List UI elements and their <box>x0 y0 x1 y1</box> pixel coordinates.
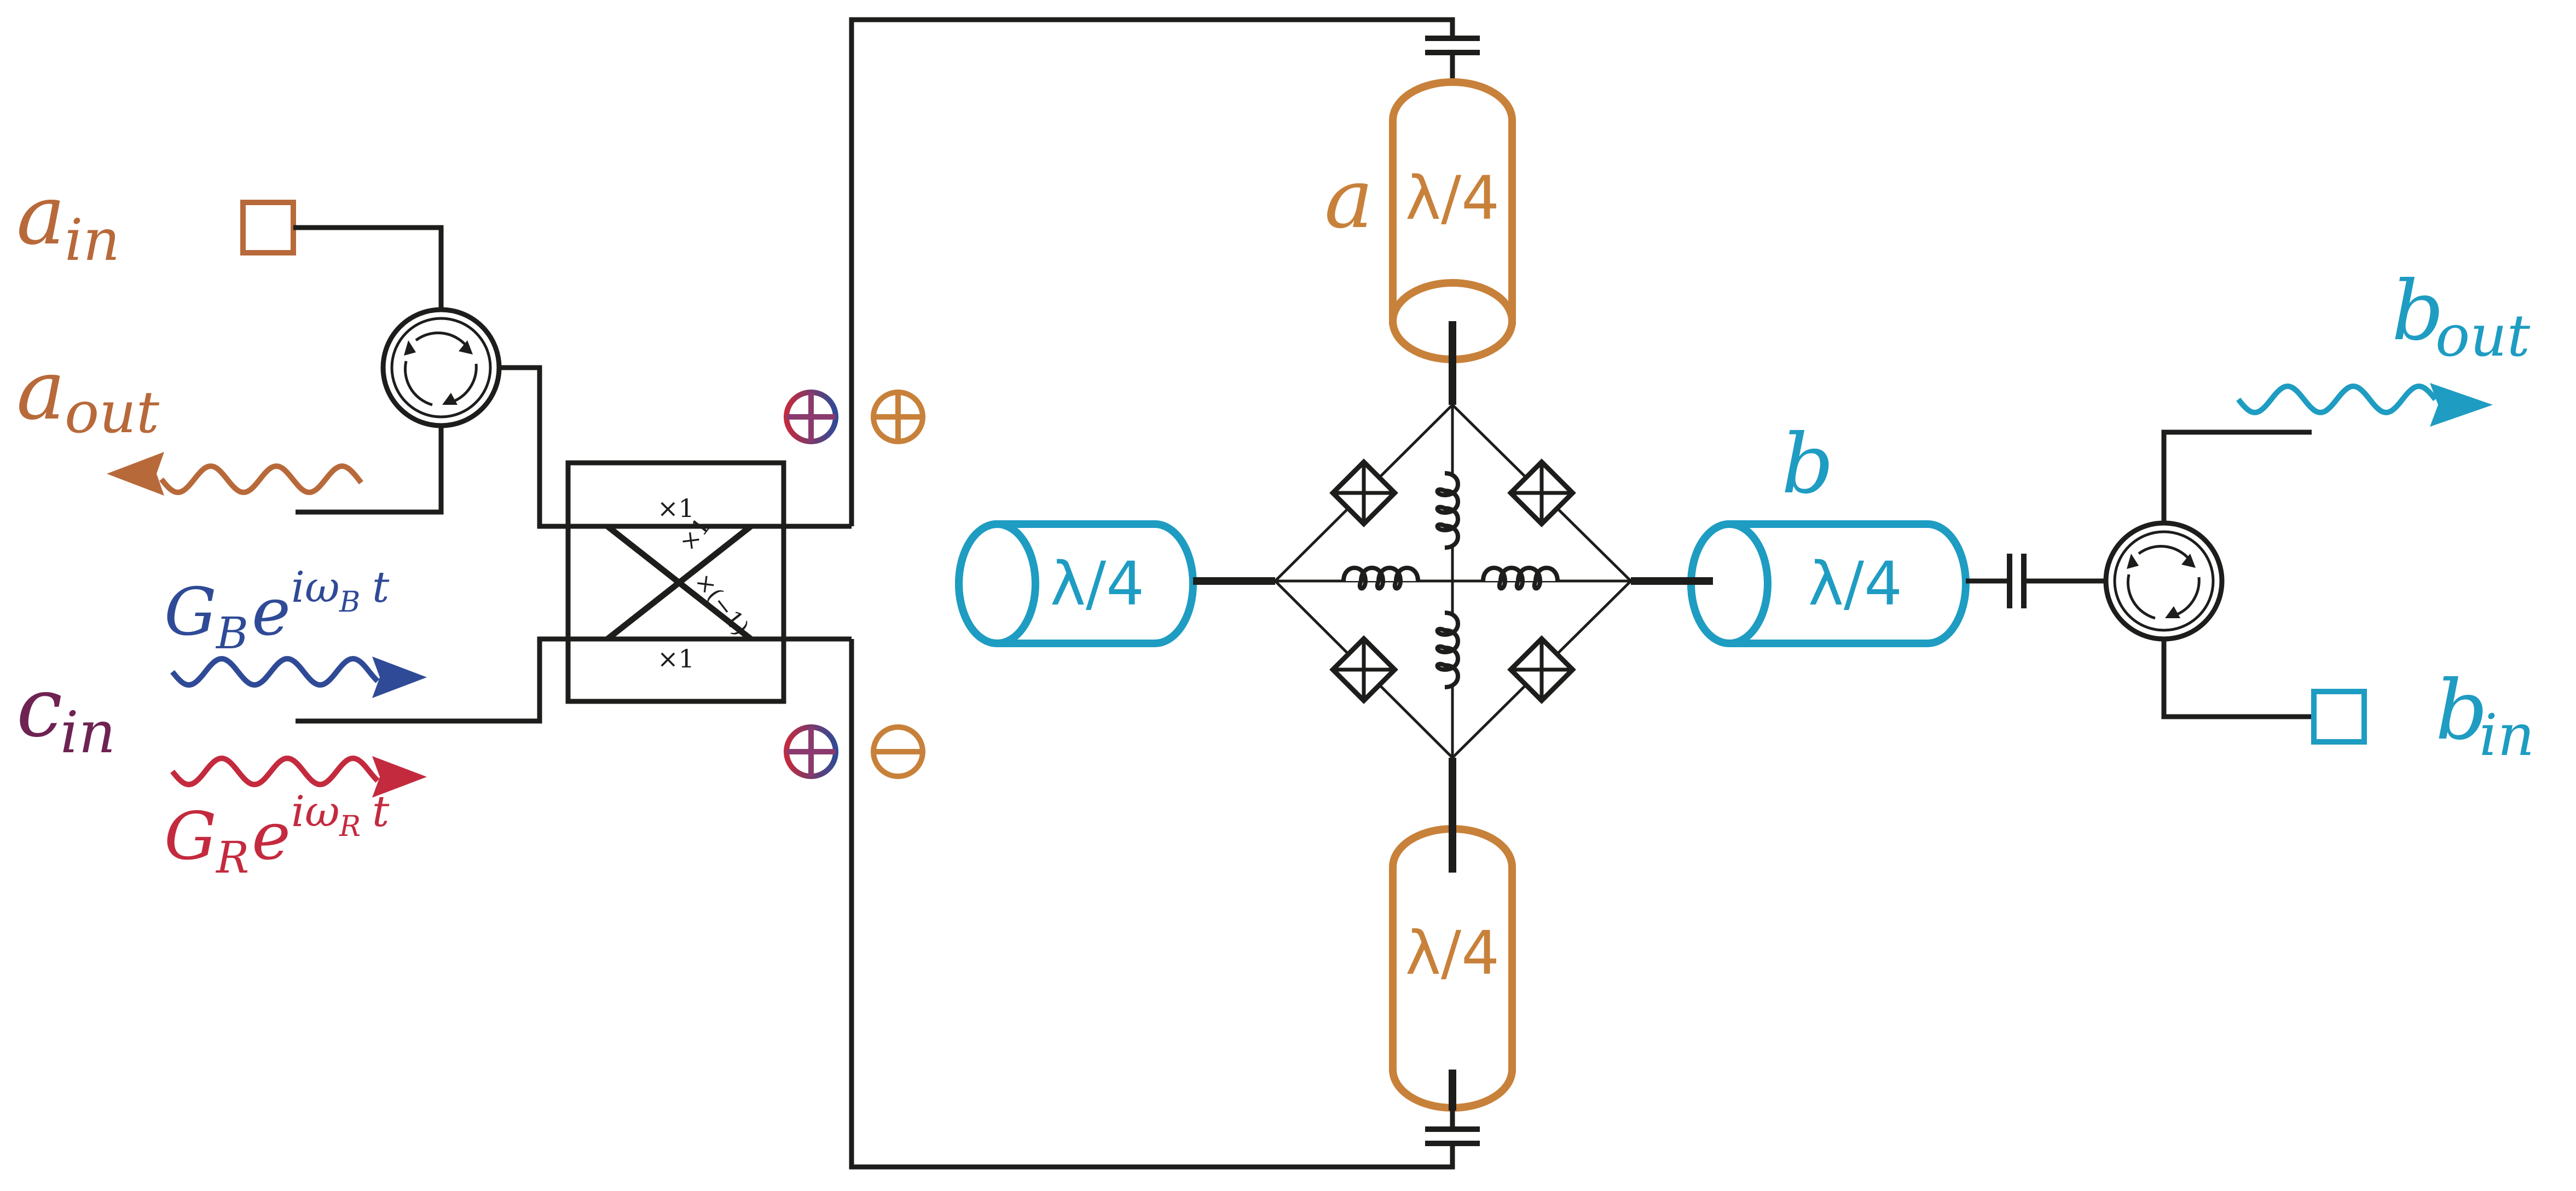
circulator-right-icon <box>2103 520 2225 642</box>
resonator-b-left: λ/4 <box>955 520 1197 647</box>
svg-text:out: out <box>65 379 160 446</box>
a-out-label: a out <box>16 343 160 446</box>
b-out-wavy-arrow-icon <box>2236 383 2493 427</box>
svg-text:b: b <box>2435 663 2488 758</box>
drive-blue-wavy-arrow-icon <box>170 655 427 698</box>
drive-red-wavy-arrow-icon <box>170 755 427 798</box>
mode-a-label: a <box>1324 152 1373 247</box>
svg-text:e: e <box>252 799 291 875</box>
hybrid-label-cross-down: ×(−1) <box>690 568 755 641</box>
svg-text:a: a <box>16 168 65 263</box>
sign-top-right <box>871 390 925 444</box>
svg-text:G: G <box>164 574 217 650</box>
capacitor-bottom-icon <box>1425 1111 1480 1146</box>
resonator-a-bottom: λ/4 <box>1389 825 1516 1112</box>
svg-text:R: R <box>215 832 249 883</box>
a-in-port-icon <box>240 200 296 255</box>
svg-text:B: B <box>215 608 248 659</box>
inductor-bottom-icon <box>1435 611 1460 689</box>
svg-text:iω: iω <box>291 787 340 836</box>
a-in-label: a in <box>16 168 120 274</box>
a-out-wavy-arrow-icon <box>107 452 363 496</box>
svg-text:in: in <box>2479 702 2534 769</box>
josephson-junction-icon <box>1329 458 1398 527</box>
svg-text:t: t <box>372 787 390 836</box>
josephson-junction-icon <box>1507 635 1576 704</box>
hybrid-label-top: ×1 <box>657 493 694 523</box>
svg-text:c: c <box>16 660 62 756</box>
svg-text:a: a <box>16 343 65 438</box>
josephson-ring-modulator <box>1273 403 1633 760</box>
svg-text:iω: iω <box>291 563 340 612</box>
svg-text:in: in <box>60 699 115 766</box>
sign-top-left <box>784 390 838 444</box>
svg-text:t: t <box>372 563 390 612</box>
svg-text:G: G <box>164 799 217 875</box>
svg-text:in: in <box>65 207 120 274</box>
circulator-left-icon <box>380 307 502 428</box>
b-out-label: b out <box>2392 264 2531 369</box>
resonator-a-top: λ/4 <box>1389 78 1516 363</box>
resonator-b-right-label: λ/4 <box>1808 549 1902 619</box>
inductor-left-icon <box>1341 566 1420 591</box>
inductor-top-icon <box>1435 471 1460 550</box>
drive-blue-label: G B e iω B t <box>164 563 390 659</box>
b-in-label: b in <box>2435 663 2534 769</box>
resonator-b-left-label: λ/4 <box>1050 549 1144 619</box>
resonator-a-bottom-label: λ/4 <box>1405 918 1500 988</box>
capacitor-right-icon <box>1966 554 2105 608</box>
capacitor-top-icon <box>1425 36 1480 82</box>
svg-text:B: B <box>339 586 360 619</box>
b-in-port-icon <box>2311 689 2367 745</box>
josephson-junction-icon <box>1507 458 1576 527</box>
resonator-b-right: λ/4 <box>1687 520 1970 647</box>
hybrid-label-bottom: ×1 <box>657 644 694 673</box>
svg-text:R: R <box>339 810 361 843</box>
mode-b-label: b <box>1781 417 1834 512</box>
hybrid-coupler: ×1 ×1 ×1 ×(−1) <box>540 460 852 704</box>
svg-text:b: b <box>2392 264 2444 359</box>
drive-red-label: G R e iω R t <box>164 787 390 883</box>
inductor-right-icon <box>1481 566 1560 591</box>
svg-text:e: e <box>252 574 291 650</box>
resonator-a-top-label: λ/4 <box>1405 163 1500 233</box>
sign-bottom-left <box>784 724 838 779</box>
josephson-junction-icon <box>1329 635 1398 704</box>
svg-text:out: out <box>2435 303 2531 369</box>
c-in-label: c in <box>16 660 115 766</box>
sign-bottom-right <box>871 724 925 779</box>
